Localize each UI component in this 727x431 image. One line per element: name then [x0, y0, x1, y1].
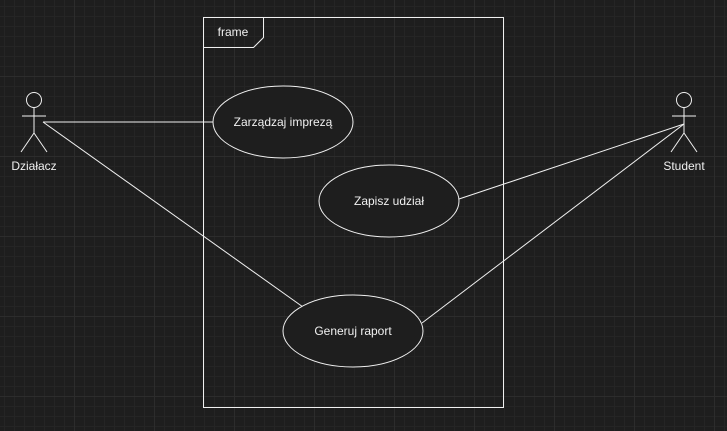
- frame-label-tab: [203, 17, 264, 48]
- actor-leg-left: [20, 132, 35, 153]
- use-case-ellipse: [318, 164, 460, 238]
- actor-label: Student: [663, 159, 705, 173]
- use-case-ellipse: [282, 294, 424, 368]
- actor-student[interactable]: Student: [663, 92, 705, 174]
- actor-label: Działacz: [11, 159, 56, 173]
- association-student-zapisz[interactable]: [458, 123, 685, 200]
- actor-leg-right: [33, 132, 48, 153]
- system-frame[interactable]: frame: [203, 17, 504, 408]
- actor-head: [676, 92, 692, 108]
- actor-dzialacz[interactable]: Działacz: [11, 92, 57, 174]
- actor-leg-left: [670, 132, 685, 153]
- use-case-label: Generuj raport: [314, 324, 392, 338]
- frame-label: frame: [218, 25, 249, 39]
- use-case-ellipse: [212, 85, 354, 159]
- use-case-label: Zarządzaj imprezą: [234, 115, 333, 129]
- frame-border: [203, 17, 504, 408]
- actor-head: [26, 92, 42, 108]
- actor-leg-right: [683, 132, 698, 153]
- use-case-generuj[interactable]: Generuj raport: [282, 294, 424, 368]
- use-case-zapisz[interactable]: Zapisz udział: [318, 164, 460, 238]
- association-dzialacz-generuj[interactable]: [42, 121, 304, 308]
- associations: [42, 121, 685, 324]
- association-student-generuj[interactable]: [421, 123, 685, 324]
- use-case-label: Zapisz udział: [354, 194, 424, 208]
- use-case-zarzadzaj[interactable]: Zarządzaj imprezą: [212, 85, 354, 159]
